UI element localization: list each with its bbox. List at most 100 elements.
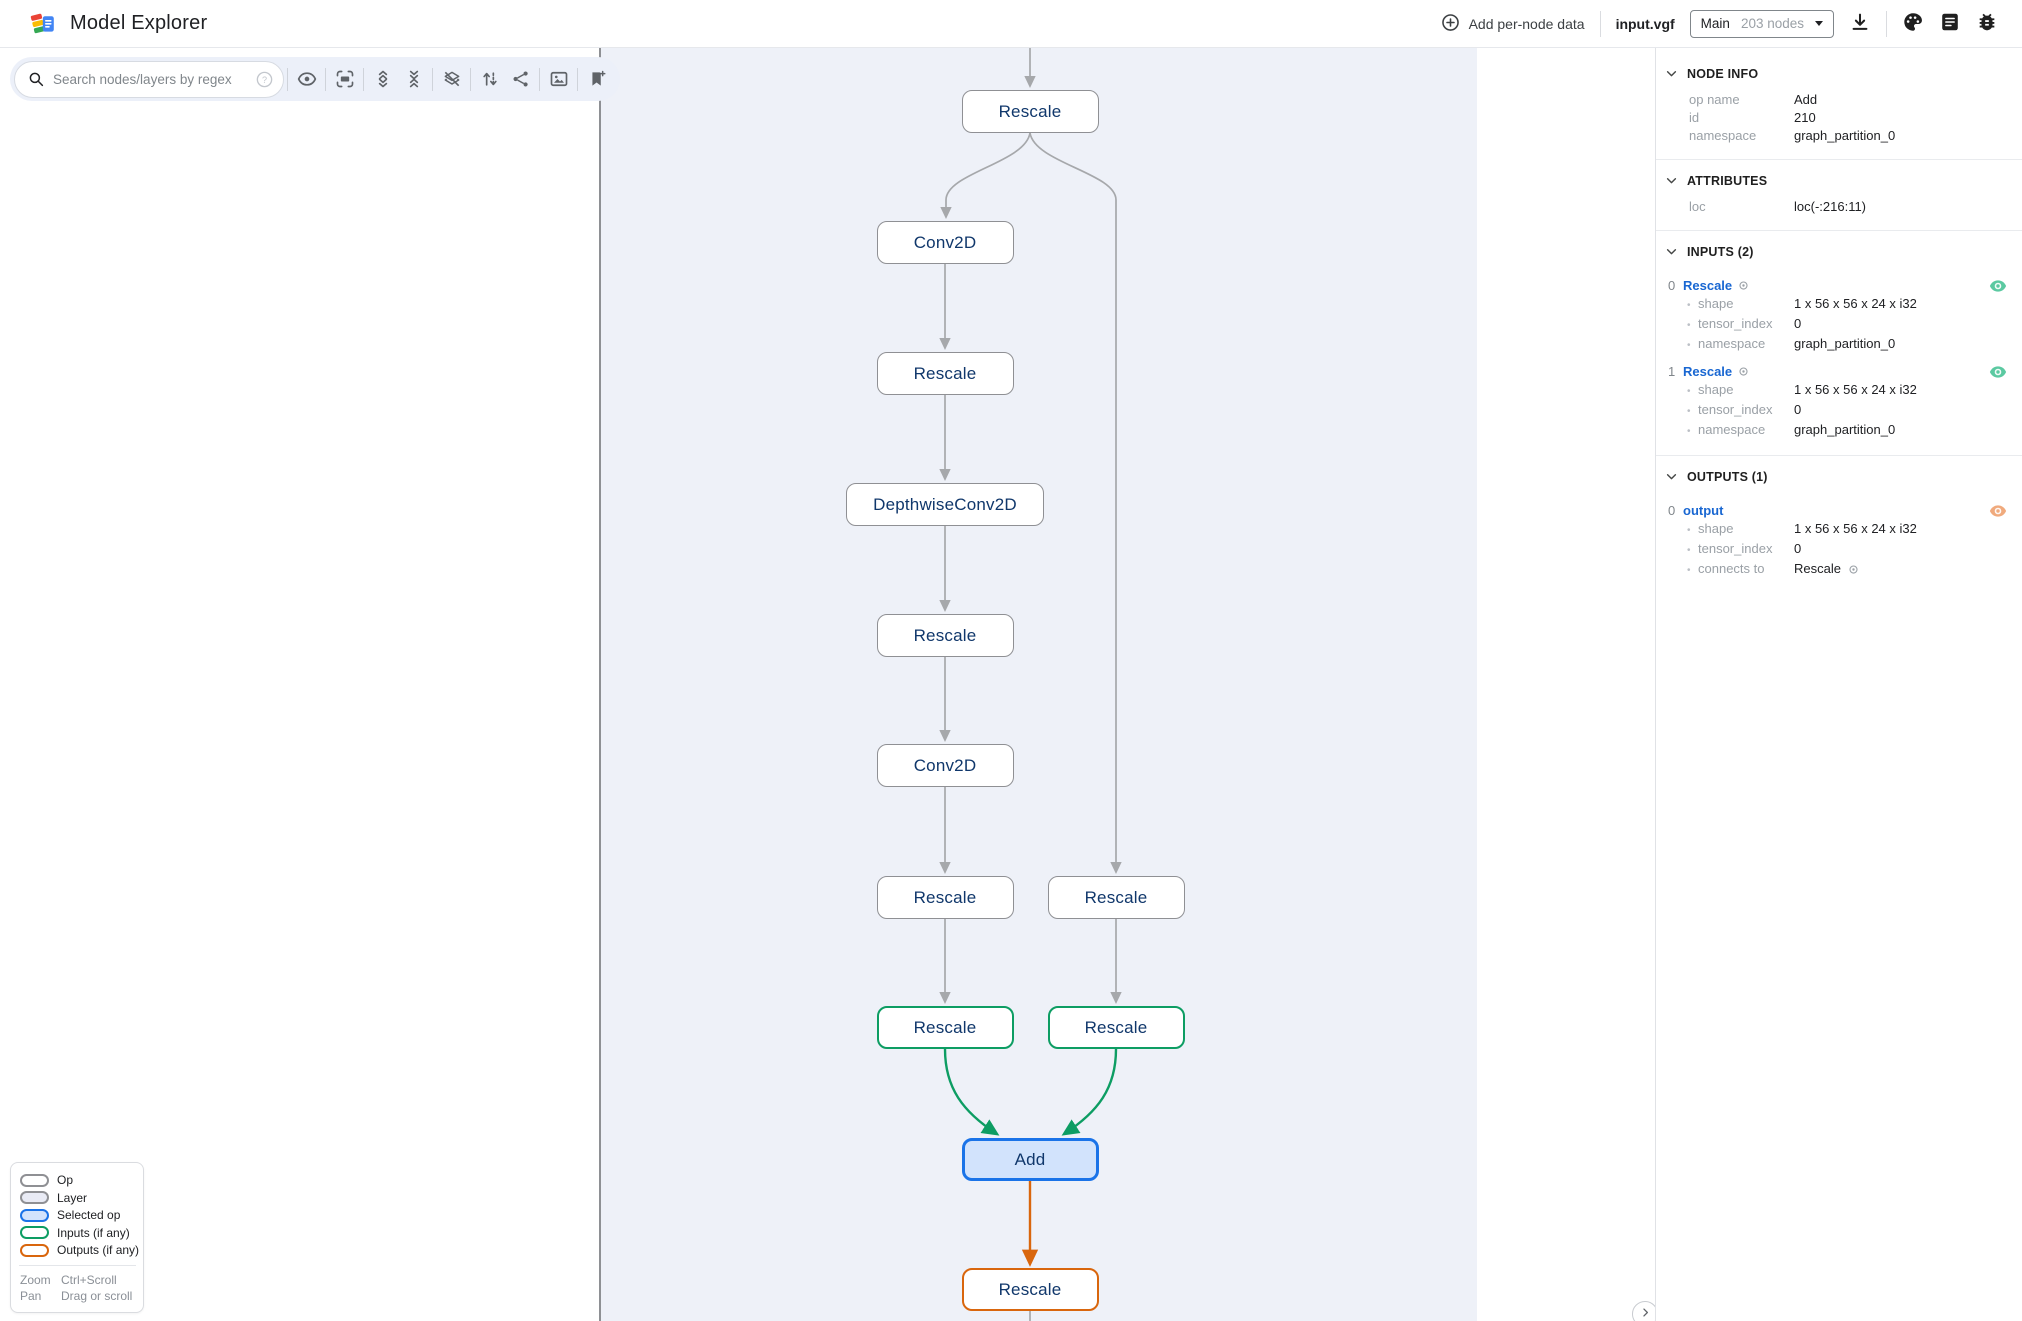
graph-node-rescale[interactable]: Rescale xyxy=(876,352,1014,395)
flatten-layers-button[interactable] xyxy=(436,61,467,97)
collapse-all-icon xyxy=(404,69,424,89)
bullet-icon: • xyxy=(1687,426,1691,437)
info-value: Add xyxy=(1794,92,1818,107)
download-graph-button[interactable] xyxy=(1849,11,1871,36)
add-per-node-data-button[interactable]: Add per-node data xyxy=(1440,12,1585,36)
prop-value: graph_partition_0 xyxy=(1794,422,1896,437)
expand-all-icon xyxy=(373,69,393,89)
graph-node-conv2d[interactable]: Conv2D xyxy=(876,221,1014,264)
io-name-link[interactable]: output xyxy=(1683,503,1724,518)
section-header-outputs-1[interactable]: OUTPUTS (1) xyxy=(1656,463,2022,494)
share-button[interactable] xyxy=(505,61,536,97)
locate-icon[interactable] xyxy=(1737,365,1750,378)
bullet-icon: • xyxy=(1687,386,1691,397)
hint-gesture: Drag or scroll xyxy=(61,1289,133,1303)
divider xyxy=(1599,10,1601,37)
graph-selector-value: Main xyxy=(1700,16,1730,31)
legend-item: Op xyxy=(20,1173,135,1187)
add-per-node-data-label: Add per-node data xyxy=(1468,15,1585,32)
io-item-header: 1 Rescale xyxy=(1656,362,2022,381)
visibility-button[interactable] xyxy=(291,61,322,97)
theme-palette-button[interactable] xyxy=(1902,11,1924,36)
model-file-name: input.vgf xyxy=(1615,15,1675,32)
changelog-button[interactable] xyxy=(1939,11,1961,36)
model-explorer-logo-icon xyxy=(30,10,57,37)
io-prop-tensor-index: • tensor_index 0 xyxy=(1656,540,2022,560)
export-image-icon xyxy=(549,69,569,89)
prop-value: 1 x 56 x 56 x 24 x i32 xyxy=(1794,521,1917,536)
graph-node-rescale[interactable]: Rescale xyxy=(876,614,1014,657)
legend-swatch xyxy=(20,1226,49,1239)
export-image-button[interactable] xyxy=(543,61,574,97)
eye-icon[interactable] xyxy=(1989,363,2007,381)
collapse-right-panel-button[interactable] xyxy=(1632,1301,1655,1321)
io-prop-connects-to: • connects to Rescale xyxy=(1656,560,2022,580)
section-header-node-info[interactable]: NODE INFO xyxy=(1656,60,2022,91)
help-icon[interactable]: ? xyxy=(255,70,274,89)
collapse-all-button[interactable] xyxy=(398,61,429,97)
graph-edges xyxy=(939,48,1122,1321)
toolbar-divider xyxy=(577,67,578,91)
visibility-icon xyxy=(297,69,317,89)
eye-icon[interactable] xyxy=(1989,502,2007,520)
report-bug-button[interactable] xyxy=(1976,11,1998,36)
trace-io-button[interactable] xyxy=(474,61,505,97)
toolbar-divider xyxy=(470,67,471,91)
info-key: id xyxy=(1689,110,1700,125)
io-item-1: 1 Rescale • shape 1 x 56 x 56 x 24 x i32… xyxy=(1656,362,2022,441)
hint-action: Pan xyxy=(20,1289,42,1303)
hint-gesture: Ctrl+Scroll xyxy=(61,1273,117,1287)
fit-screen-button[interactable] xyxy=(329,61,360,97)
eye-icon[interactable] xyxy=(1989,277,2007,295)
io-index: 0 xyxy=(1668,278,1676,293)
toolbar-divider xyxy=(287,67,288,91)
info-value: 210 xyxy=(1794,110,1816,125)
prop-key: tensor_index xyxy=(1698,402,1773,417)
prop-value: Rescale xyxy=(1794,560,1860,578)
section-title: ATTRIBUTES xyxy=(1687,173,1768,188)
legend-hint: Zoom Ctrl+Scroll xyxy=(20,1273,135,1287)
graph-node-depthwiseconv2d[interactable]: DepthwiseConv2D xyxy=(846,483,1044,526)
search-input[interactable] xyxy=(53,71,247,87)
legend-hint: Pan Drag or scroll xyxy=(20,1289,135,1303)
io-item-header: 0 Rescale xyxy=(1656,276,2022,295)
section-title: NODE INFO xyxy=(1687,66,1759,81)
panel-section-outputs-1: OUTPUTS (1) 0 output • shape 1 x 56 x 56… xyxy=(1656,456,2022,594)
graph-node-conv2d[interactable]: Conv2D xyxy=(876,744,1014,787)
fit-screen-icon xyxy=(335,69,355,89)
locate-icon[interactable] xyxy=(1737,279,1750,292)
bookmark-add-button[interactable] xyxy=(581,61,612,97)
graph-node-add[interactable]: Add xyxy=(961,1138,1099,1181)
prop-value: 1 x 56 x 56 x 24 x i32 xyxy=(1794,296,1917,311)
io-name-link[interactable]: Rescale xyxy=(1683,364,1733,379)
prop-key: namespace xyxy=(1698,336,1766,351)
graph-node-rescale[interactable]: Rescale xyxy=(1047,1006,1185,1049)
legend-item: Layer xyxy=(20,1191,135,1205)
section-title: OUTPUTS (1) xyxy=(1687,469,1768,484)
graph-node-rescale[interactable]: Rescale xyxy=(876,876,1014,919)
graph-node-rescale[interactable]: Rescale xyxy=(961,90,1099,133)
section-header-attributes[interactable]: ATTRIBUTES xyxy=(1656,167,2022,198)
graph-node-rescale[interactable]: Rescale xyxy=(1047,876,1185,919)
legend-swatch xyxy=(20,1191,49,1204)
node-details-panel: NODE INFO op name Add id 210 namespace grap… xyxy=(1655,48,2022,1321)
graph-selector-dropdown[interactable]: Main 203 nodes xyxy=(1689,9,1834,38)
graph-node-rescale[interactable]: Rescale xyxy=(961,1268,1099,1311)
chevron-down-icon xyxy=(1663,243,1680,260)
expand-all-button[interactable] xyxy=(367,61,398,97)
io-prop-tensor-index: • tensor_index 0 xyxy=(1656,315,2022,335)
legend-divider xyxy=(19,1265,136,1266)
info-key: op name xyxy=(1689,92,1740,107)
io-prop-tensor-index: • tensor_index 0 xyxy=(1656,401,2022,421)
prop-value: 1 x 56 x 56 x 24 x i32 xyxy=(1794,382,1917,397)
section-header-inputs-2[interactable]: INPUTS (2) xyxy=(1656,238,2022,269)
graph-node-rescale[interactable]: Rescale xyxy=(876,1006,1014,1049)
locate-icon[interactable] xyxy=(1847,563,1860,576)
prop-key: shape xyxy=(1698,382,1734,397)
io-name-link[interactable]: Rescale xyxy=(1683,278,1733,293)
io-prop-shape: • shape 1 x 56 x 56 x 24 x i32 xyxy=(1656,295,2022,315)
prop-value: 0 xyxy=(1794,541,1802,556)
